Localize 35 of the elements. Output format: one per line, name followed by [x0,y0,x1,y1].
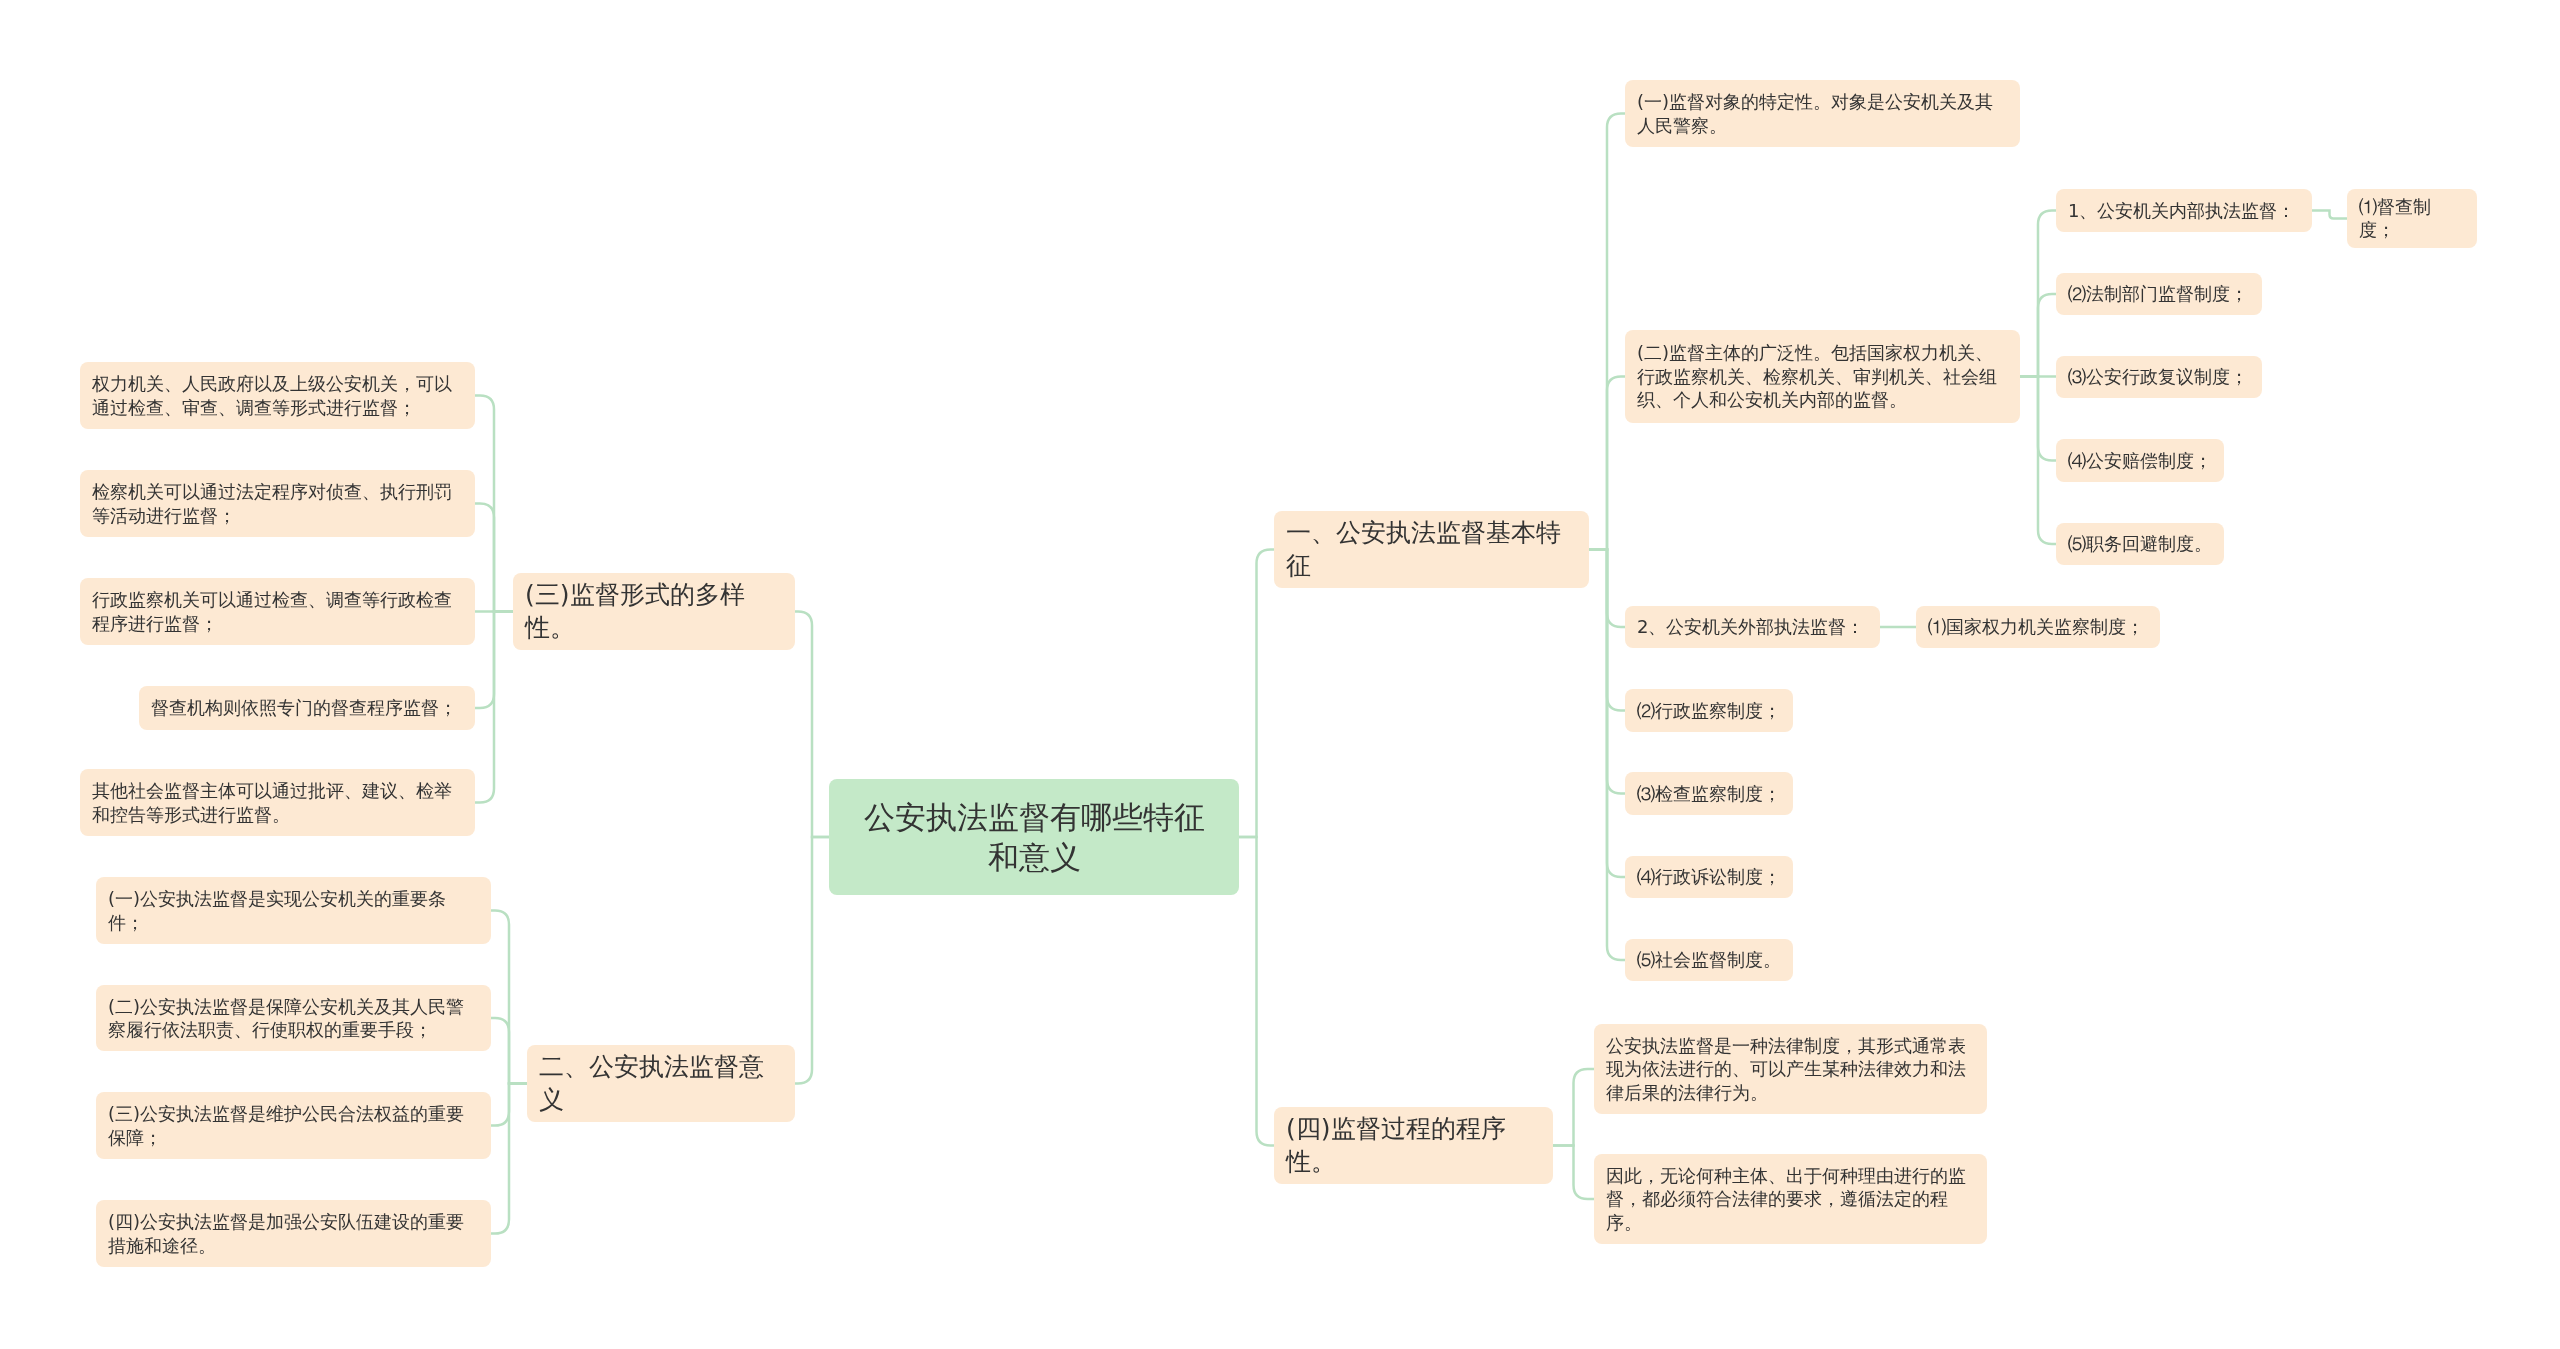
subtopic-box: 因此，无论何种主体、出于何种理由进行的监督，都必须符合法律的要求，遵循法定的程序。 [1594,1154,1987,1244]
subtopic-box: 行政监察机关可以通过检查、调查等行政检查程序进行监督； [80,578,475,645]
subtopic-box: 1、公安机关内部执法监督： [2056,189,2312,232]
subtopic-box: 2、公安机关外部执法监督： [1625,606,1880,648]
subtopic-box: (一)公安执法监督是实现公安机关的重要条件； [96,877,491,944]
subtopic-box: ⑶检查监察制度； [1625,772,1793,815]
subtopic-box: ⑸社会监督制度。 [1625,939,1793,981]
branch-topic-box: (四)监督过程的程序性。 [1274,1107,1553,1184]
connector-line [1553,1144,1594,1201]
subtopic-box: ⑴国家权力机关监察制度； [1916,606,2160,648]
subtopic-box: (四)公安执法监督是加强公安队伍建设的重要措施和途径。 [96,1200,491,1267]
connector-line [1589,548,1625,962]
subtopic-box: (三)公安执法监督是维护公民合法权益的重要保障； [96,1092,491,1159]
branch-topic-box: 一、公安执法监督基本特征 [1274,511,1589,588]
connector-line [795,835,829,1085]
subtopic-box: 权力机关、人民政府以及上级公安机关，可以通过检查、审查、调查等形式进行监督； [80,362,475,429]
branch-topic-box: 二、公安执法监督意义 [527,1045,795,1122]
branch-topic-box: (三)监督形式的多样性。 [513,573,795,650]
subtopic-box: ⑶公安行政复议制度； [2056,356,2262,398]
subtopic-box: 公安执法监督是一种法律制度，其形式通常表现为依法进行的、可以产生某种法律效力和法律后果的法律行为。 [1594,1024,1987,1114]
subtopic-box: 检察机关可以通过法定程序对侦查、执行刑罚等活动进行监督； [80,470,475,537]
subtopic-box: 督查机构则依照专门的督查程序监督； [139,686,475,730]
subtopic-box: (二)监督主体的广泛性。包括国家权力机关、行政监察机关、检察机关、审判机关、社会组织、个人和公安机关内部的监督。 [1625,330,2020,423]
subtopic-box: ⑷公安赔偿制度； [2056,439,2224,482]
connector-line [2312,209,2347,220]
subtopic-box: ⑵行政监察制度； [1625,689,1793,732]
connector-line [1880,625,1916,629]
central-topic-box: 公安执法监督有哪些特征和意义 [829,779,1239,895]
subtopic-box: 其他社会监督主体可以通过批评、建议、检举和控告等形式进行监督。 [80,769,475,836]
subtopic-box: ⑴督查制度； [2347,189,2477,248]
subtopic-box: (二)公安执法监督是保障公安机关及其人民警察履行依法职责、行使职权的重要手段； [96,985,491,1051]
subtopic-box: ⑵法制部门监督制度； [2056,273,2262,315]
subtopic-box: ⑸职务回避制度。 [2056,523,2224,565]
subtopic-box: (一)监督对象的特定性。对象是公安机关及其人民警察。 [1625,80,2020,147]
subtopic-box: ⑷行政诉讼制度； [1625,856,1793,898]
